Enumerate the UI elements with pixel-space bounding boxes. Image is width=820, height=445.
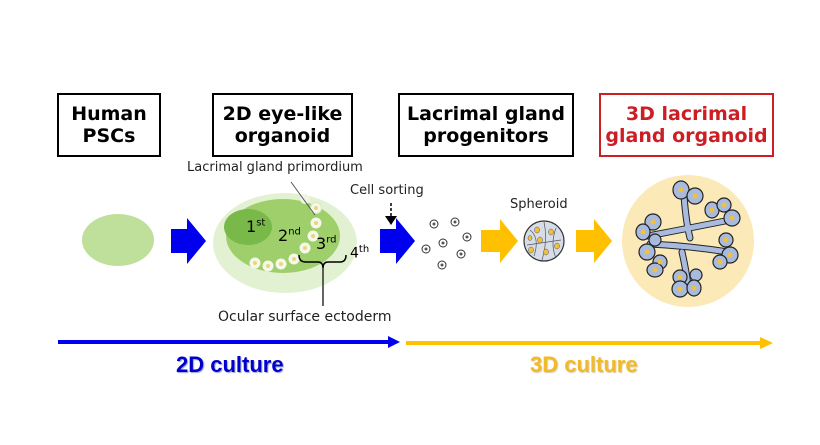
culture-3d-label: 3D culture (530, 352, 638, 377)
ocular-surface-label: Ocular surface ectoderm (218, 309, 392, 325)
step-label-line2: progenitors (423, 125, 549, 147)
arrow-right-icon (388, 336, 400, 348)
spheroid (523, 220, 565, 262)
step-label-line2: gland organoid (605, 125, 768, 147)
step-label-line1: 2D eye-like (222, 103, 343, 125)
arrow-right-icon (576, 219, 612, 263)
step-label-line1: Human (71, 103, 147, 125)
sorted-cells (421, 217, 472, 270)
arrow-right-icon (380, 218, 415, 264)
spheroid-label: Spheroid (510, 197, 568, 212)
zone-label-1: 1st (246, 217, 266, 236)
arrow-right-icon (481, 219, 518, 263)
zone-label-3: 3rd (316, 234, 337, 253)
culture-2d-label: 2D culture (176, 352, 284, 377)
step-label-line1: Lacrimal gland (407, 103, 565, 125)
zone-label-4: 4th (350, 244, 370, 262)
arrow-right-icon (171, 218, 206, 264)
human-psc-colony (82, 214, 154, 266)
lacrimal-gland-organoid (622, 175, 754, 307)
zone-1-center (224, 209, 272, 245)
arrow-down-icon (385, 216, 397, 225)
cell-sorting-label: Cell sorting (350, 183, 424, 198)
primordium-leader-line (290, 181, 316, 216)
step-label-line2: PSCs (82, 125, 136, 147)
sorted-cell-nuclei (424, 220, 469, 267)
primordium-label: Lacrimal gland primordium (187, 160, 363, 175)
step-label-line2: organoid (234, 125, 331, 147)
primordium-cells (249, 194, 322, 272)
arrow-right-icon (760, 337, 773, 349)
step-label-line1: 3D lacrimal (625, 103, 748, 125)
zone-label-2: 2nd (278, 226, 301, 245)
